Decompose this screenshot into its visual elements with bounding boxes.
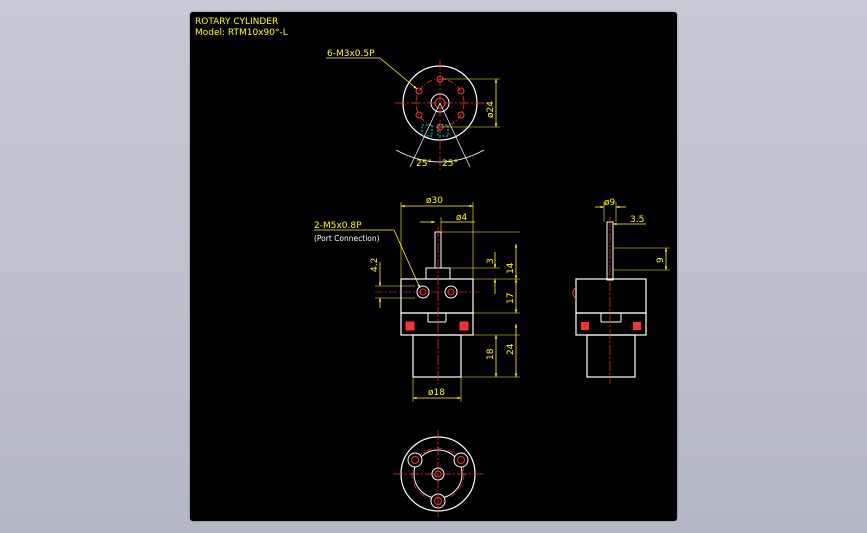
cad-viewport[interactable]: ROTARY CYLINDER Model: RTM10x90°-L 25° [190,12,677,521]
dim-14-label: 14 [506,262,516,274]
side-bottom-cylinder [586,334,636,378]
dim-24-label: 24 [506,343,516,355]
port-note: (Port Connection) [314,234,380,243]
side-upper-body [575,278,647,314]
front-upper-body [400,278,474,314]
side-flange-mark-left [581,322,589,330]
side-dim-9-label: 9 [656,257,666,263]
angle-arc [395,149,485,163]
dia-18-label: ø18 [428,388,445,398]
bottom-view [393,430,483,517]
side-port-mark [572,286,577,300]
drawing-canvas: ROTARY CYLINDER Model: RTM10x90°-L 25° [195,17,670,517]
dim-3-label: 3 [486,258,496,264]
angle-label-right: 25° [442,159,458,169]
hole-callout: 6-M3x0.5P [327,49,375,59]
side-dim-3-5-label: 3.5 [630,215,644,225]
side-dia-9-label: ø9 [604,198,616,208]
dia-30-label: ø30 [426,196,443,206]
front-bottom-cylinder [412,334,462,378]
flange-mark-left [405,321,415,331]
port-callout: 2-M5x0.8P [314,221,362,231]
side-view: ø9 3.5 9 [572,198,670,384]
title-line-2: Model: RTM10x90°-L [195,28,288,38]
top-view-hidden-ports [421,124,449,137]
top-view: 25° 25° 6-M3x0.5P ø24 [326,49,500,172]
dia-4-label: ø4 [456,213,468,223]
dia-24-label: ø24 [486,101,496,118]
dim-18-label: 18 [486,348,496,360]
title-line-1: ROTARY CYLINDER [195,17,278,27]
side-flange-mark-right [633,322,641,330]
title-block: ROTARY CYLINDER Model: RTM10x90°-L [195,17,288,38]
dim-4-2-label: 4.2 [370,258,380,272]
front-view: ø30 ø4 3 14 17 18 24 4.2 2-M5x0.8P ( [314,196,520,402]
flange-mark-right [459,321,469,331]
angle-label-left: 25° [416,159,432,169]
dim-17-label: 17 [506,293,516,304]
